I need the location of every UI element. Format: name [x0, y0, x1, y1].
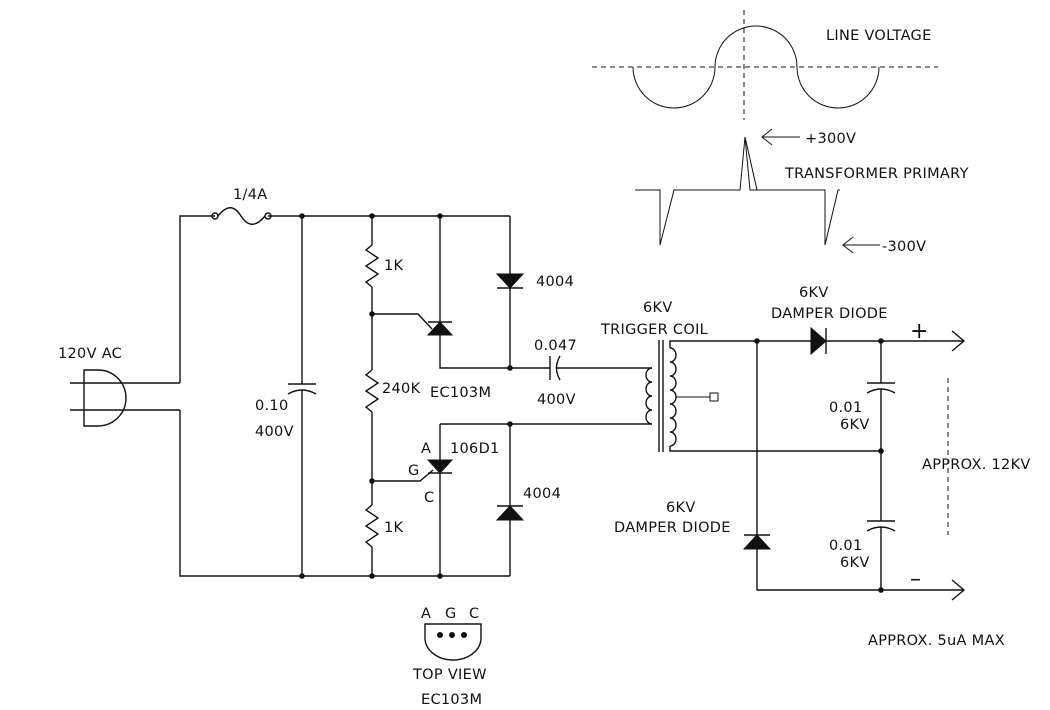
- output-cap-bottom-voltage-label: 6KV: [840, 555, 870, 571]
- coupling-cap-value-label: 0.047: [534, 338, 577, 354]
- damper-diode-bottom: [742, 341, 966, 601]
- line-voltage-label: LINE VOLTAGE: [826, 28, 932, 44]
- diode-lower-label: 4004: [523, 486, 561, 502]
- output-cap-top-value-label: 0.01: [829, 400, 863, 416]
- fuse-rating-label: 1/4A: [233, 187, 267, 203]
- transformer-primary-label: TRANSFORMER PRIMARY: [784, 166, 969, 182]
- fuse-icon: [211, 207, 272, 225]
- trigger-coil-name-label: TRIGGER COIL: [600, 322, 708, 338]
- resistor-top-label: 1K: [384, 258, 404, 274]
- pinout-c-label: C: [469, 606, 479, 622]
- output-voltage-label: APPROX. 12KV: [922, 457, 1031, 473]
- ac-input-label: 120V AC: [58, 346, 122, 362]
- ac-plug: [70, 369, 180, 427]
- cathode-label: C: [424, 490, 434, 506]
- gate-label: G: [408, 463, 420, 479]
- damper-top-rating-label: 6KV: [799, 285, 829, 301]
- anode-label: A: [421, 441, 431, 457]
- scr-upper-label: EC103M: [430, 385, 491, 401]
- ec103m-package-icon: [424, 623, 482, 661]
- pinout-g-label: G: [445, 606, 457, 622]
- pinout-a-label: A: [421, 606, 431, 622]
- filter-capacitor: [287, 216, 317, 576]
- transformer-primary-waveform: [635, 136, 840, 246]
- filter-cap-voltage-label: 400V: [255, 424, 294, 440]
- line-voltage-waveform: [592, 10, 938, 120]
- output-plus-label: +: [910, 319, 928, 344]
- damper-diode-top: [757, 326, 966, 356]
- bottom-rail: [179, 410, 510, 577]
- resistor-divider: [364, 216, 380, 576]
- scr-lower-label: 106D1: [450, 441, 500, 457]
- pinout-part-label: EC103M: [421, 692, 482, 708]
- resistor-bottom-label: 1K: [384, 520, 404, 536]
- output-capacitor-top: [866, 341, 896, 451]
- scr-106d1: [372, 423, 652, 576]
- scr-ec103m: [372, 216, 510, 369]
- trigger-coil-rating-label: 6KV: [643, 300, 673, 316]
- damper-bottom-name-label: DAMPER DIODE: [614, 520, 731, 536]
- coupling-capacitor: [510, 355, 652, 381]
- diode-upper: [495, 216, 525, 368]
- minus-300v-label: -300V: [882, 239, 926, 255]
- resistor-mid-label: 240K: [382, 381, 421, 397]
- damper-bottom-rating-label: 6KV: [666, 500, 696, 516]
- trigger-coil-transformer: [645, 340, 881, 452]
- output-cap-top-voltage-label: 6KV: [840, 417, 870, 433]
- output-cap-bottom-value-label: 0.01: [829, 538, 863, 554]
- top-rail: [179, 215, 510, 383]
- minus-300v-arrow: [842, 236, 880, 254]
- output-current-label: APPROX. 5uA MAX: [868, 633, 1005, 649]
- plus-300v-label: +300V: [805, 131, 856, 147]
- coupling-cap-voltage-label: 400V: [537, 392, 576, 408]
- output-capacitor-bottom: [866, 451, 896, 590]
- diode-lower: [495, 424, 525, 576]
- diode-upper-label: 4004: [536, 274, 574, 290]
- pinout-view-label: TOP VIEW: [412, 667, 487, 683]
- damper-top-name-label: DAMPER DIODE: [771, 306, 888, 322]
- filter-cap-value-label: 0.10: [255, 398, 289, 414]
- output-minus-label: –: [910, 567, 921, 592]
- plus-300v-arrow: [761, 128, 800, 146]
